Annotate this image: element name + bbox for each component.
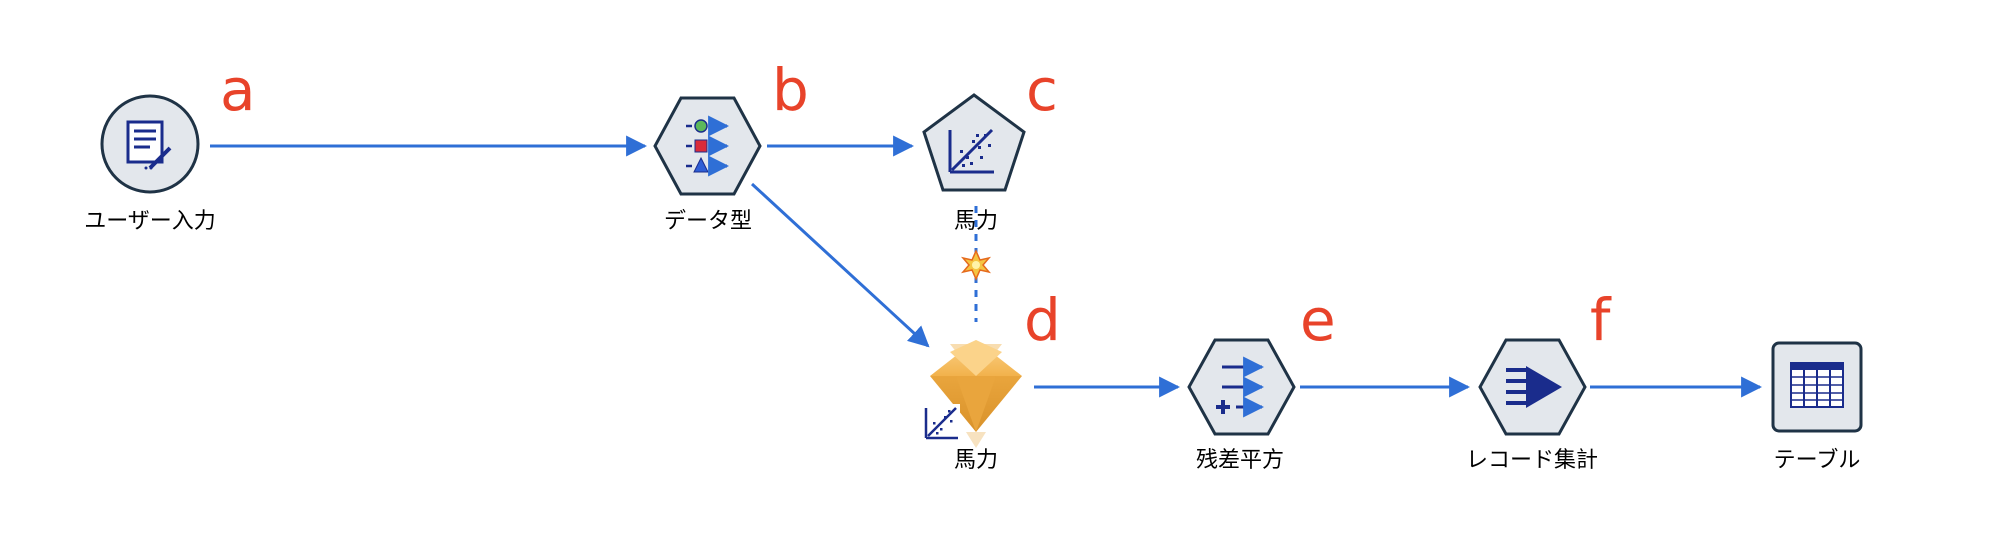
aggregate-icon [1506, 366, 1562, 408]
step-letter-e: e [1300, 286, 1336, 354]
node-user-input[interactable] [100, 94, 200, 194]
step-letter-a: a [220, 56, 256, 124]
node-label-horsepower-model: 馬力 [954, 209, 998, 234]
model-link-star-icon [960, 249, 992, 281]
derive-icon [1216, 356, 1265, 418]
table-icon [1790, 362, 1844, 408]
node-label-user-input: ユーザー入力 [84, 209, 216, 234]
step-letter-f: f [1590, 286, 1612, 354]
node-residual-square[interactable] [1187, 338, 1296, 436]
node-label-type: データ型 [664, 209, 752, 234]
node-table[interactable] [1771, 341, 1863, 433]
node-type[interactable] [653, 96, 762, 196]
regression-model-icon [948, 128, 994, 174]
node-aggregate[interactable] [1478, 338, 1587, 436]
regression-badge-icon [924, 404, 960, 440]
node-label-residual-square: 残差平方 [1196, 448, 1284, 473]
type-icon [686, 115, 730, 177]
connector-type-to-nugget[interactable] [750, 182, 930, 348]
node-label-horsepower-nugget: 馬力 [954, 448, 998, 473]
step-letter-d: d [1024, 286, 1061, 354]
user-input-icon [126, 120, 172, 170]
step-letter-c: c [1026, 56, 1058, 124]
node-horsepower-model[interactable] [922, 93, 1026, 192]
node-horsepower-nugget[interactable] [924, 340, 1022, 448]
step-letter-b: b [772, 56, 809, 124]
node-label-aggregate: レコード集計 [1466, 448, 1598, 473]
node-label-table: テーブル [1774, 448, 1861, 473]
model-nugget-icon [930, 340, 1022, 448]
